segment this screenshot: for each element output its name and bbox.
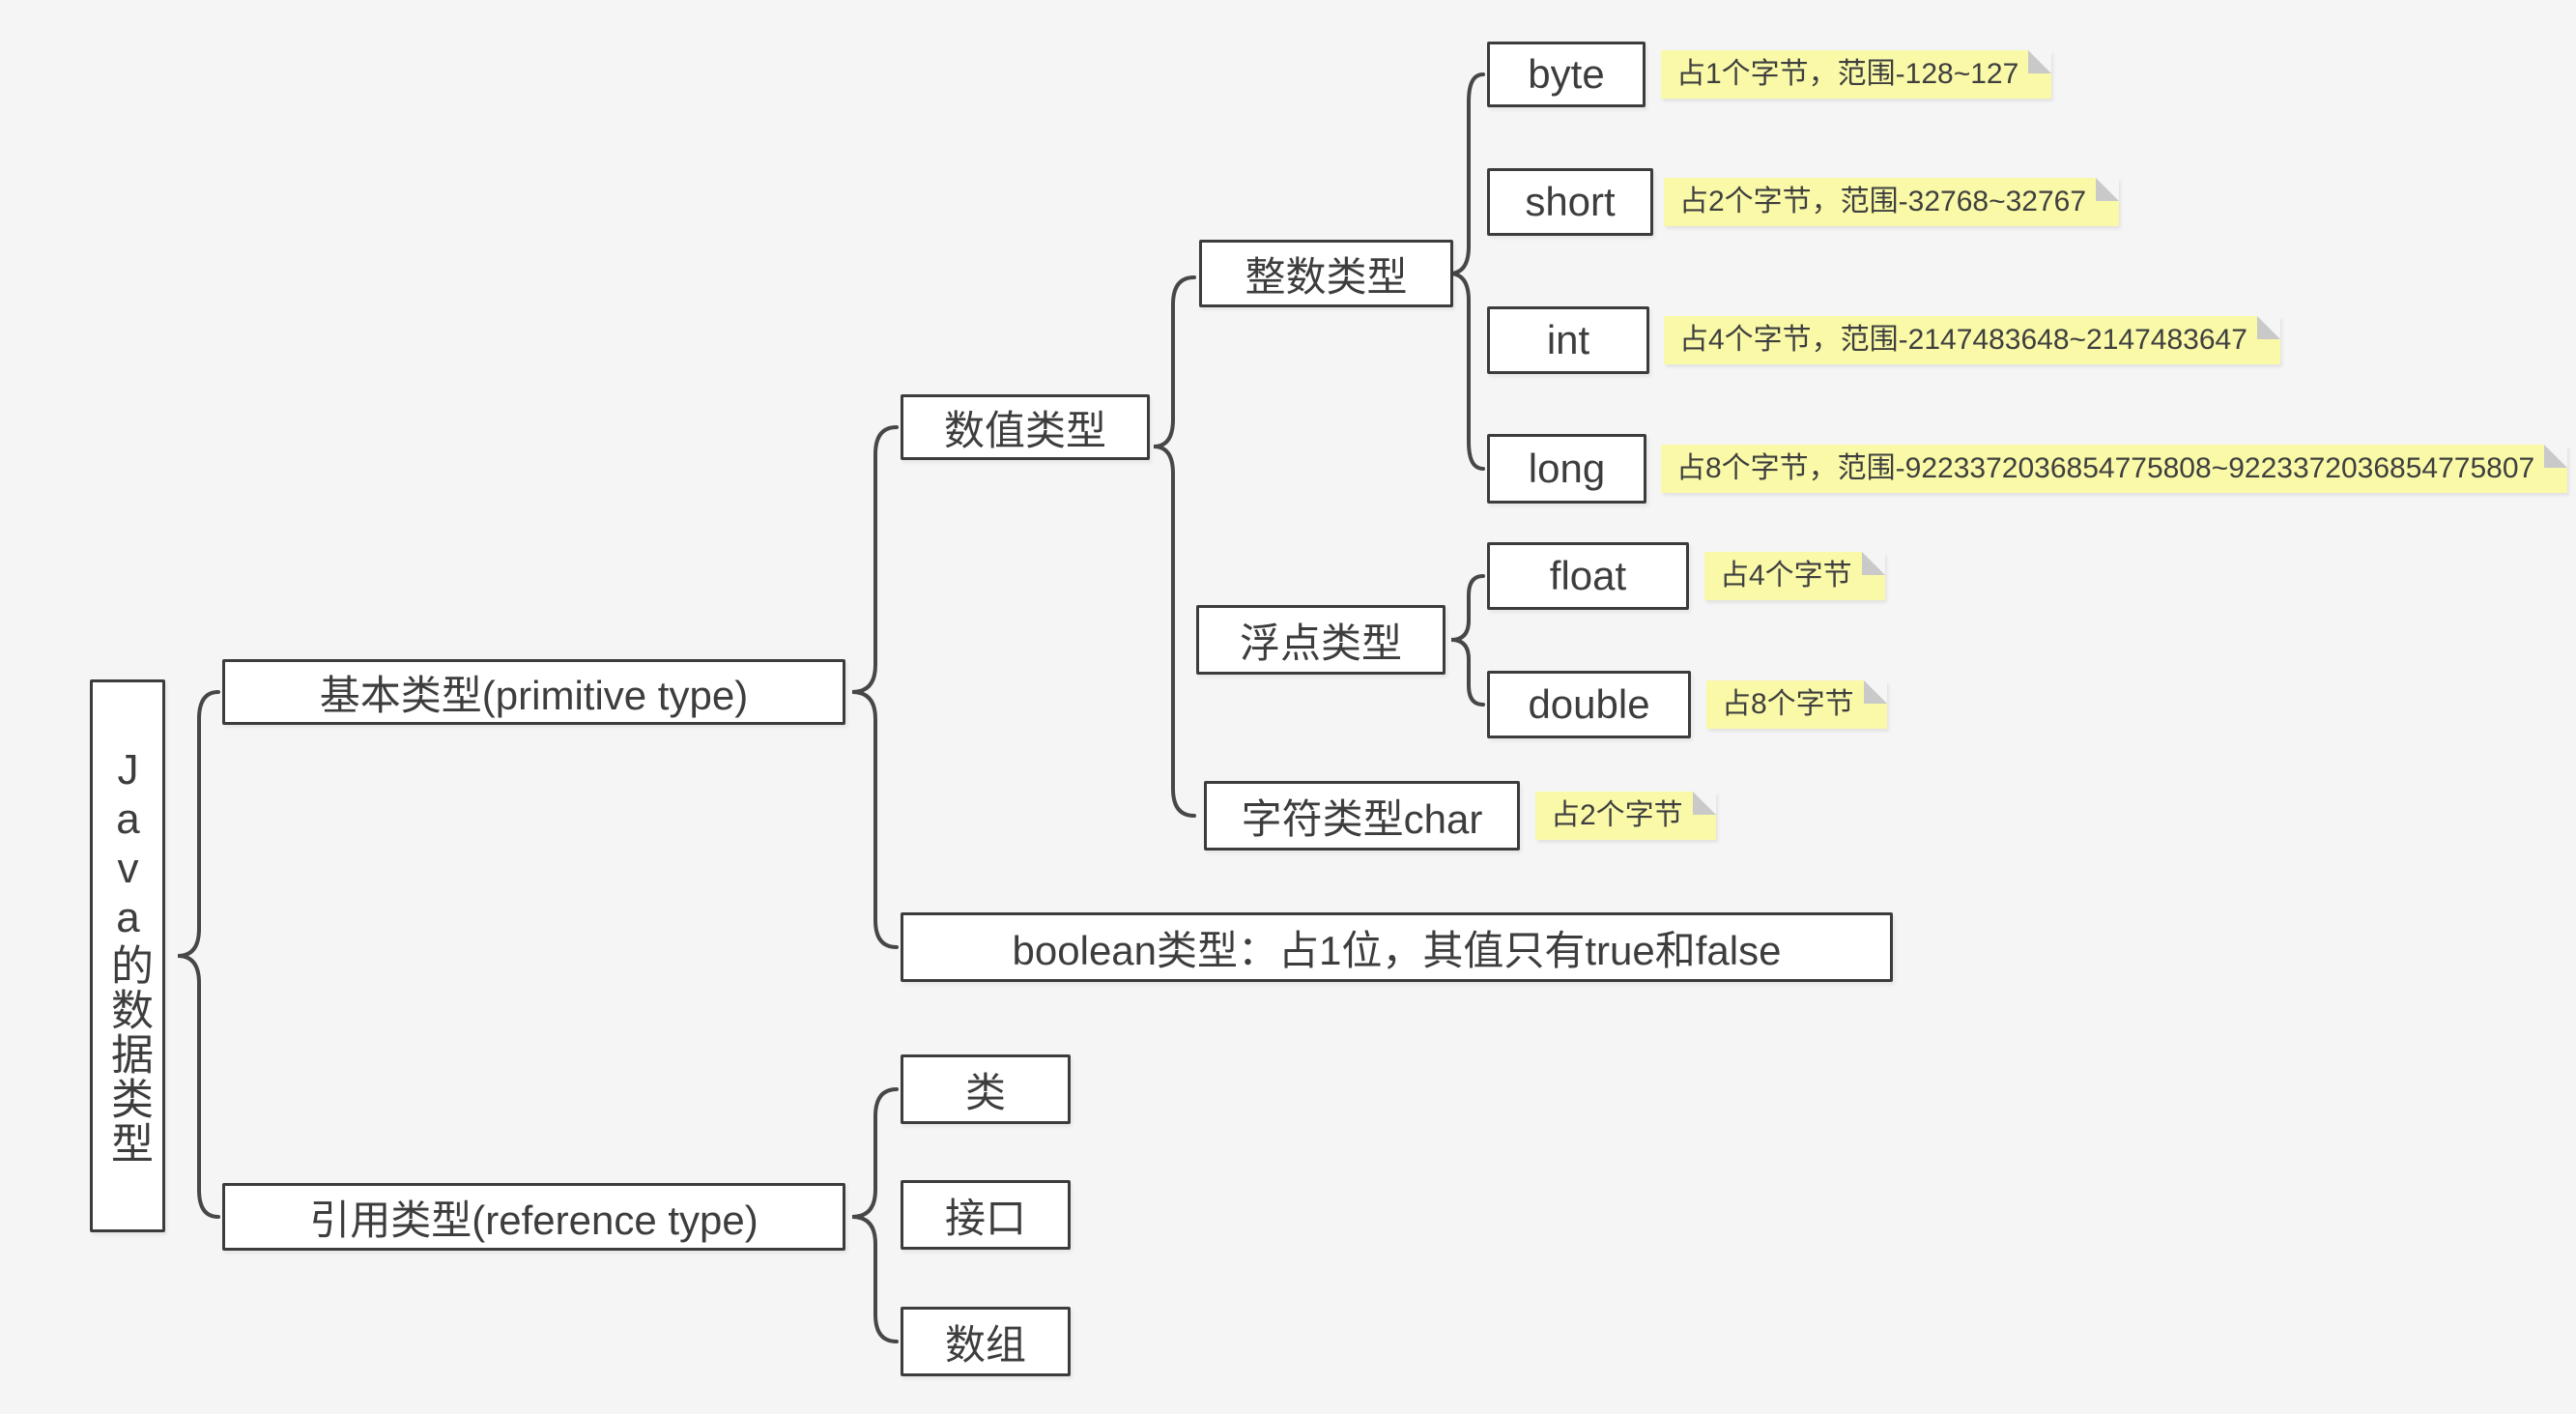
note-text: 占2个字节，范围-32768~32767 xyxy=(1679,186,2087,217)
node-float[interactable]: float xyxy=(1487,542,1689,610)
node-label: 浮点类型 xyxy=(1239,620,1402,666)
note-float-size[interactable]: 占4个字节 xyxy=(1704,552,1885,600)
node-primitive-type[interactable]: 基本类型(primitive type) xyxy=(222,659,845,725)
node-label: 基本类型(primitive type) xyxy=(319,672,749,718)
note-long-range[interactable]: 占8个字节，范围-9223372036854775808~92233720368… xyxy=(1661,445,2568,493)
node-integer-type[interactable]: 整数类型 xyxy=(1199,240,1453,307)
node-int[interactable]: int xyxy=(1487,306,1649,374)
node-double[interactable]: double xyxy=(1487,671,1691,738)
node-long[interactable]: long xyxy=(1487,434,1646,504)
note-int-range[interactable]: 占4个字节，范围-2147483648~2147483647 xyxy=(1664,316,2280,364)
node-short[interactable]: short xyxy=(1487,168,1653,236)
node-label: double xyxy=(1528,681,1650,727)
note-char-size[interactable]: 占2个字节 xyxy=(1535,792,1716,840)
node-byte[interactable]: byte xyxy=(1487,42,1646,107)
node-root-java-data-types[interactable]: Java的数据类型 xyxy=(90,679,165,1232)
note-text: 占4个字节，范围-2147483648~2147483647 xyxy=(1679,324,2247,356)
node-interface[interactable]: 接口 xyxy=(901,1180,1071,1250)
node-numeric-type[interactable]: 数值类型 xyxy=(901,394,1150,460)
node-boolean-type[interactable]: boolean类型：占1位，其值只有true和false xyxy=(901,912,1893,982)
note-byte-range[interactable]: 占1个字节，范围-128~127 xyxy=(1661,50,2052,99)
node-label: 引用类型(reference type) xyxy=(309,1197,758,1243)
node-class[interactable]: 类 xyxy=(901,1054,1071,1124)
node-label: boolean类型：占1位，其值只有true和false xyxy=(1012,927,1782,973)
brace-reference xyxy=(851,1087,899,1343)
note-text: 占8个字节，范围-9223372036854775808~92233720368… xyxy=(1676,452,2535,484)
note-text: 占4个字节 xyxy=(1720,560,1852,592)
brace-root xyxy=(177,690,220,1219)
note-text: 占2个字节 xyxy=(1551,799,1683,831)
note-text: 占1个字节，范围-128~127 xyxy=(1676,58,2019,90)
node-label: float xyxy=(1549,553,1627,598)
node-array[interactable]: 数组 xyxy=(901,1307,1071,1376)
node-label: byte xyxy=(1528,51,1605,97)
note-text: 占8个字节 xyxy=(1722,688,1854,720)
node-floating-point-type[interactable]: 浮点类型 xyxy=(1196,605,1445,675)
note-double-size[interactable]: 占8个字节 xyxy=(1706,680,1887,729)
node-label: 数值类型 xyxy=(943,407,1106,453)
node-label: int xyxy=(1546,317,1590,362)
brace-integer xyxy=(1448,72,1485,471)
node-label: Java的数据类型 xyxy=(104,746,152,1166)
node-label: 数组 xyxy=(944,1321,1026,1368)
node-reference-type[interactable]: 引用类型(reference type) xyxy=(222,1183,845,1251)
node-char-type[interactable]: 字符类型char xyxy=(1204,781,1520,851)
node-label: 类 xyxy=(964,1069,1006,1115)
note-short-range[interactable]: 占2个字节，范围-32768~32767 xyxy=(1664,178,2120,226)
brace-numeric xyxy=(1153,275,1196,818)
node-label: 整数类型 xyxy=(1245,253,1408,300)
node-label: 接口 xyxy=(944,1195,1026,1241)
node-label: 字符类型char xyxy=(1241,795,1483,842)
brace-floating xyxy=(1450,574,1485,707)
brace-primitive xyxy=(851,425,899,949)
node-label: short xyxy=(1525,179,1616,224)
node-label: long xyxy=(1528,446,1606,491)
